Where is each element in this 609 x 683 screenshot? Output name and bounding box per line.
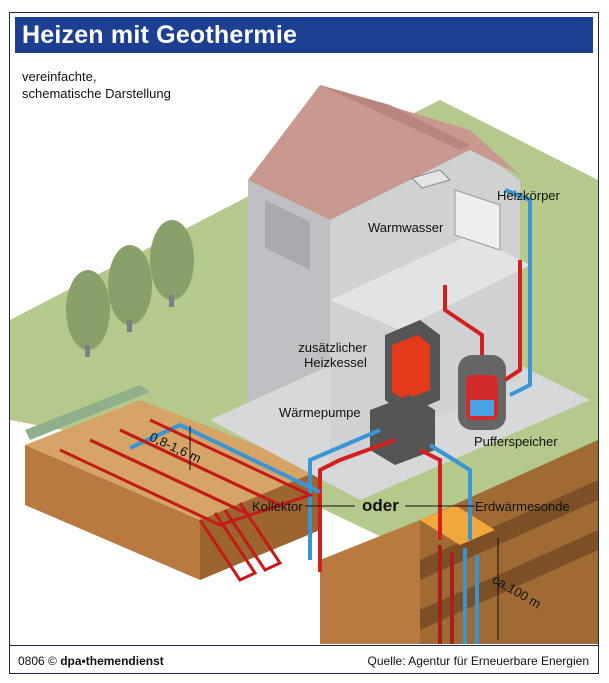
sink [411,169,451,189]
footer-brand: dpa•themendienst [60,654,164,668]
label-buffer-tank: Pufferspeicher [474,434,558,449]
label-or: oder [362,496,399,515]
cold-pipe-probe [428,443,472,540]
label-collector: Kollektor [252,499,303,514]
geothermal-illustration [10,85,598,644]
footer-credit: 0806 © dpa•themendienst [18,654,164,668]
subtitle: vereinfachte, schematische Darstellung [22,68,171,102]
cold-pipe-up [504,188,532,397]
footer-divider [9,645,599,646]
collector-return [129,422,321,494]
heat-pump [370,395,435,465]
hot-pipe-probe [419,448,442,540]
label-borehole-probe: Erdwärmesonde [475,499,570,514]
collector-soil-left [25,445,200,580]
roof [248,85,520,220]
probe-soil-front [320,520,420,644]
trees [66,220,194,350]
collector-soil-right [200,470,320,580]
title-bar [15,17,593,53]
footer-source: Quelle: Agentur für Erneuerbare Energien [367,654,589,668]
collector-loops [59,418,315,582]
radiator [454,189,501,251]
label-hot-water: Warmwasser [368,220,444,235]
roof-ridge [320,85,470,150]
hot-pipe-collector [318,438,396,572]
hot-water-pipe [443,285,484,355]
cold-pipe-collector [308,428,381,560]
upper-floor-slab [330,235,530,330]
label-radiator: Heizkörper [497,188,560,203]
subtitle-line-2: schematische Darstellung [22,86,171,101]
hot-pipe-up [503,260,522,382]
subtitle-line-1: vereinfachte, [22,69,97,84]
window-opening [265,200,310,270]
label-heat-pump: Wärmepumpe [279,405,361,420]
collector-green-edge [25,385,150,440]
label-boiler: zusätzlicher Heizkessel [298,340,367,370]
page-title: Heizen mit Geothermie [22,21,298,49]
